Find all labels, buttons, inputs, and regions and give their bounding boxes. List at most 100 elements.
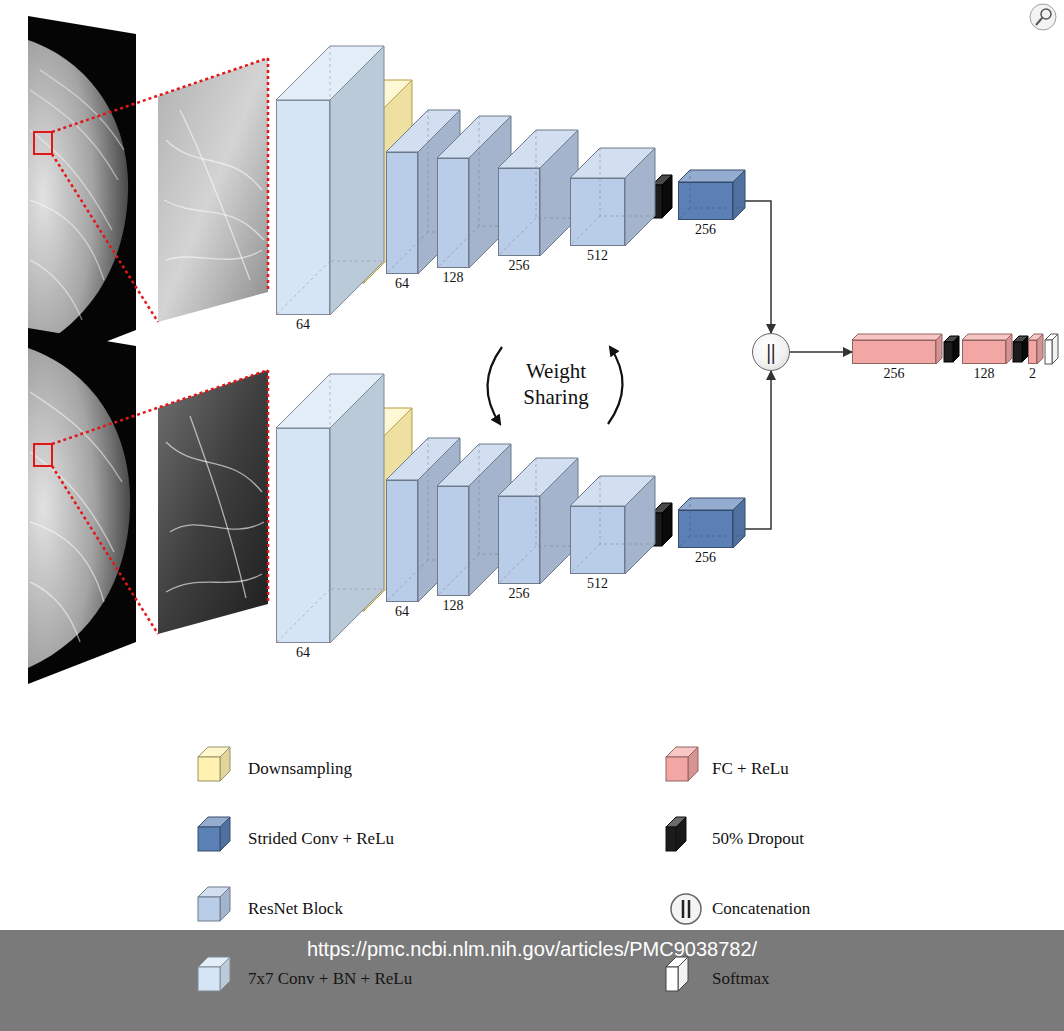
resnet-block: 64 bbox=[386, 480, 418, 602]
block-depth bbox=[678, 498, 747, 550]
legend-text: 50% Dropout bbox=[712, 829, 804, 849]
cube-side-face bbox=[676, 817, 686, 851]
cube-front-face bbox=[198, 897, 220, 921]
zoom-lines bbox=[52, 58, 268, 322]
cube-side-face bbox=[330, 374, 384, 643]
cube-front-face bbox=[198, 757, 220, 781]
cube-front-face bbox=[666, 757, 688, 781]
fc-layer: 2 bbox=[1028, 340, 1037, 364]
crop-patch bbox=[158, 370, 268, 634]
cube-side-face bbox=[688, 747, 698, 781]
cube-side-face bbox=[678, 957, 688, 991]
resnet-block: 64 bbox=[386, 152, 418, 274]
channel-count: 128 bbox=[974, 366, 995, 382]
connector-arrow bbox=[790, 351, 852, 353]
cube-front-face bbox=[198, 967, 220, 991]
circle-outline bbox=[671, 894, 701, 924]
crop-patch bbox=[158, 58, 268, 322]
legend-text: Softmax bbox=[712, 969, 770, 989]
resnet-block: 256 bbox=[498, 168, 540, 256]
channel-count: 256 bbox=[695, 550, 716, 566]
legend-text: Concatenation bbox=[712, 899, 810, 919]
cube-side-face bbox=[625, 476, 655, 574]
legend-swatch bbox=[196, 955, 242, 1001]
strided-conv-block: 256 bbox=[678, 182, 733, 220]
mammogram-top bbox=[28, 16, 268, 372]
legend-swatch bbox=[664, 815, 710, 861]
block-depth bbox=[852, 334, 944, 366]
cube-side-face bbox=[733, 498, 745, 548]
legend-swatch bbox=[196, 815, 242, 861]
cube-side-face bbox=[220, 887, 230, 921]
region-marker bbox=[34, 132, 52, 154]
cube-side-face bbox=[220, 747, 230, 781]
cube-top-face bbox=[962, 334, 1012, 340]
concatenation-node: || bbox=[752, 333, 790, 371]
conv7x7-block: 64 bbox=[276, 428, 330, 643]
block-depth bbox=[1028, 334, 1045, 366]
softmax-block bbox=[1045, 334, 1058, 364]
block-depth bbox=[498, 458, 580, 586]
caption-band bbox=[0, 930, 1064, 1031]
cube-side-face bbox=[1037, 334, 1043, 364]
channel-count: 128 bbox=[443, 270, 464, 286]
cube-top-face bbox=[852, 334, 942, 340]
legend-text: Downsampling bbox=[248, 759, 352, 779]
legend-text: 7x7 Conv + BN + ReLu bbox=[248, 969, 412, 989]
block-depth bbox=[678, 170, 747, 222]
legend-text: Strided Conv + ReLu bbox=[248, 829, 394, 849]
channel-count: 64 bbox=[395, 276, 409, 292]
dropout-block bbox=[1013, 336, 1028, 362]
cube-side-face bbox=[733, 170, 745, 220]
resnet-block: 128 bbox=[437, 158, 469, 268]
channel-count: 128 bbox=[443, 598, 464, 614]
channel-count: 256 bbox=[884, 366, 905, 382]
channel-count: 256 bbox=[509, 258, 530, 274]
crop-streaks bbox=[164, 110, 264, 280]
dropout-block bbox=[944, 336, 959, 362]
block-depth bbox=[570, 476, 657, 576]
cube-side-face bbox=[936, 334, 942, 364]
cube-side-face bbox=[625, 148, 655, 246]
channel-count: 64 bbox=[296, 317, 310, 333]
resnet-block: 512 bbox=[570, 506, 625, 574]
cube-side-face bbox=[330, 46, 384, 315]
softmax-sample bbox=[664, 955, 710, 1001]
resnet-block: 256 bbox=[498, 496, 540, 584]
weight-sharing-arrows bbox=[487, 347, 622, 424]
zoom-icon bbox=[1030, 4, 1056, 30]
cube-front-face bbox=[666, 967, 678, 991]
strided-conv-block: 256 bbox=[678, 510, 733, 548]
block-depth bbox=[570, 148, 657, 248]
channel-count: 64 bbox=[296, 645, 310, 661]
concatenation-sample bbox=[664, 885, 710, 931]
mammogram-ground bbox=[28, 16, 136, 372]
legend-swatch bbox=[664, 745, 710, 791]
cube-front-face bbox=[198, 827, 220, 851]
legend-text: ResNet Block bbox=[248, 899, 343, 919]
block-depth bbox=[962, 334, 1014, 366]
hidden-edges bbox=[276, 46, 384, 315]
hidden-edges bbox=[678, 498, 745, 548]
channel-count: 256 bbox=[509, 586, 530, 602]
channel-count: 512 bbox=[587, 576, 608, 592]
hidden-edges bbox=[570, 148, 655, 246]
cube-front-face bbox=[666, 827, 676, 851]
block-depth bbox=[276, 374, 386, 645]
connector-arrow bbox=[733, 201, 771, 333]
channel-count: 512 bbox=[587, 248, 608, 264]
block-depth bbox=[498, 130, 580, 258]
hidden-edges bbox=[498, 130, 578, 256]
hidden-edges bbox=[678, 170, 745, 220]
tissue-streaks bbox=[30, 392, 122, 642]
cube-side-face bbox=[220, 957, 230, 991]
source-url: https://pmc.ncbi.nlm.nih.gov/articles/PM… bbox=[0, 937, 1064, 961]
hidden-edges bbox=[570, 476, 655, 574]
resnet-block: 128 bbox=[437, 486, 469, 596]
cube-side-face bbox=[220, 817, 230, 851]
block-depth bbox=[276, 46, 386, 317]
resnet-block: 512 bbox=[570, 178, 625, 246]
legend-swatch bbox=[196, 745, 242, 791]
hidden-edges bbox=[498, 458, 578, 584]
